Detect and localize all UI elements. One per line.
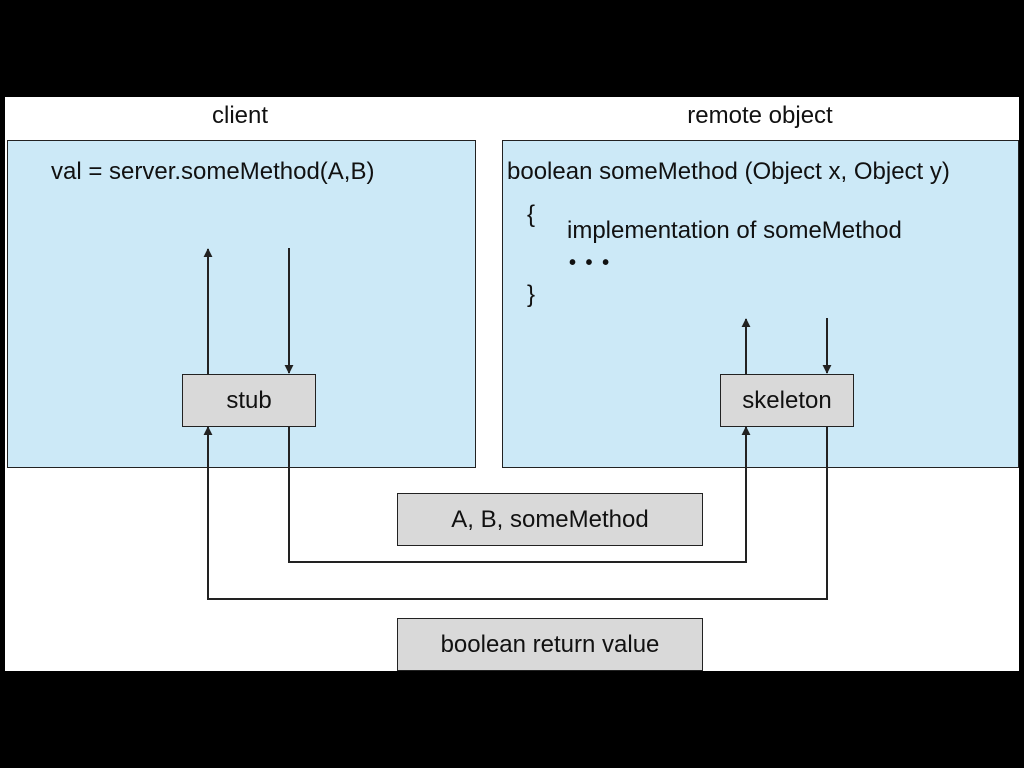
request-path-arrow (288, 426, 751, 563)
open-brace: { (527, 201, 536, 228)
client-call-code: val = server.someMethod(A,B) (51, 158, 375, 185)
connector-lines (203, 248, 832, 600)
request-message-box: A, B, someMethod (397, 493, 703, 546)
response-message-box: boolean return value (397, 618, 703, 671)
implementation-text: implementation of someMethod (567, 217, 902, 244)
remote-method-signature: boolean someMethod (Object x, Object y) (507, 158, 950, 185)
stub-box: stub (182, 374, 316, 427)
response-path-arrow (203, 426, 828, 600)
close-brace: } (527, 281, 536, 308)
skeleton-box: skeleton (720, 374, 854, 427)
client-heading: client (211, 102, 269, 129)
ellipsis: • • • (569, 252, 612, 274)
diagram-canvas: client remote object val = server.someMe… (5, 97, 1019, 671)
remote-object-heading: remote object (687, 102, 833, 129)
